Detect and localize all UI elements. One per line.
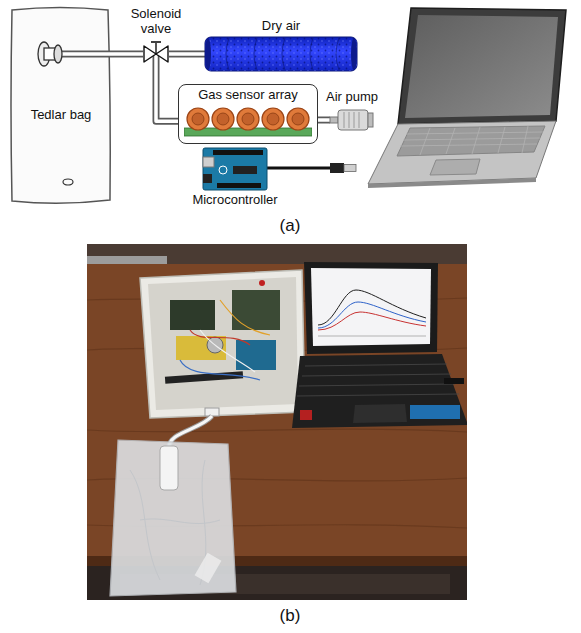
node-shape [143,40,169,64]
solenoid-valve: Solenoid valve [143,40,169,64]
laptop-drawing [368,8,566,188]
sensor-row [184,108,312,136]
node-label: Dry air [205,19,357,34]
node-label: Tedlar bag [8,108,114,123]
tube-wall [169,50,205,57]
tube-wall [114,50,143,57]
bag-outline [11,8,114,204]
tube-wall [156,64,178,121]
arduino-board [203,148,267,190]
desiccant-cylinder [205,37,357,71]
sensor-array-box: Gas sensor array [178,84,318,144]
valve-symbol [144,42,168,64]
node-shape [205,37,357,71]
node-shape [8,4,114,208]
node-label: Solenoid valve [119,7,193,37]
tube-connector [156,64,178,121]
panel-label: (b) [260,606,320,626]
tube-connector [318,120,330,121]
tube-bore [114,52,143,56]
tube-connector [114,53,143,54]
tube-bore [318,118,330,122]
tube-connector [169,53,205,54]
usb-cable [267,163,356,173]
node-label: Gas sensor array [179,85,317,106]
node-shape [184,106,312,138]
node-label: Air pump [312,90,392,105]
dry-air-cylinder: Dry air [205,37,357,71]
node-shape [203,148,267,190]
tube-bore [169,52,205,56]
photo [87,244,467,600]
air-pump: Air pump [330,108,374,132]
panel-label: (a) [260,216,320,236]
tedlar-bag: Tedlar bag [8,4,114,208]
node-shape [330,108,374,132]
microcontroller-board: Microcontroller [203,148,267,190]
tube-bore [156,64,178,121]
node-label: Microcontroller [178,193,292,208]
pump-body [330,110,373,130]
tube-wall [318,117,330,124]
